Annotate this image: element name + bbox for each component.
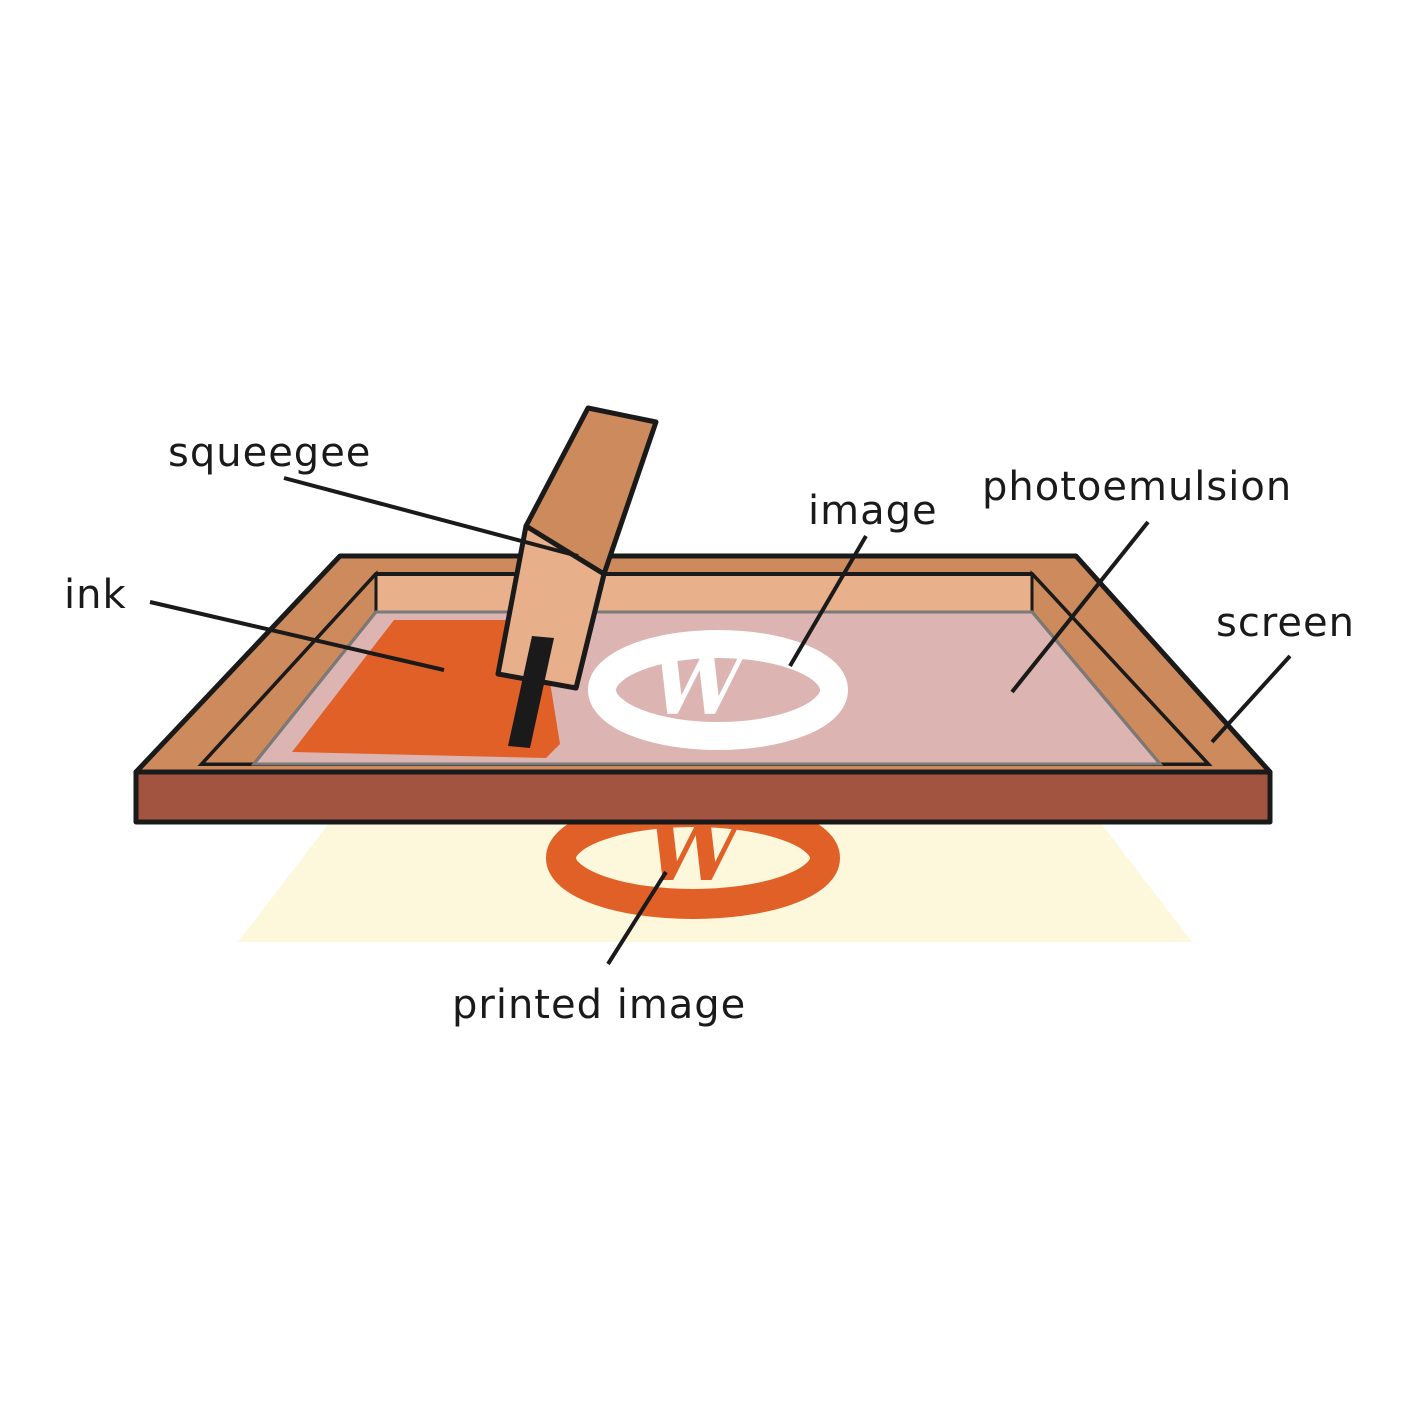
stencil-glyph: W: [651, 638, 750, 734]
label-photoemulsion: photoemulsion: [982, 464, 1292, 510]
label-squeegee: squeegee: [168, 430, 371, 476]
leader-printed-image: [606, 870, 668, 966]
frame-front-edge: [133, 769, 1273, 825]
squeegee-front: [495, 523, 607, 691]
ink-pool: [292, 620, 560, 758]
label-ink: ink: [64, 572, 127, 618]
leader-ink: [149, 600, 445, 672]
label-screen: screen: [1216, 600, 1355, 646]
paper-sheet: [238, 822, 1192, 942]
label-image: image: [808, 488, 938, 534]
leader-image: [788, 534, 868, 668]
leader-screen: [1210, 654, 1292, 744]
leader-squeegee: [283, 476, 579, 558]
stencil-ring: [588, 630, 848, 750]
squeegee-blade: [508, 636, 554, 748]
leader-photoemulsion: [1010, 520, 1150, 694]
label-printed-image: printed image: [452, 982, 746, 1028]
